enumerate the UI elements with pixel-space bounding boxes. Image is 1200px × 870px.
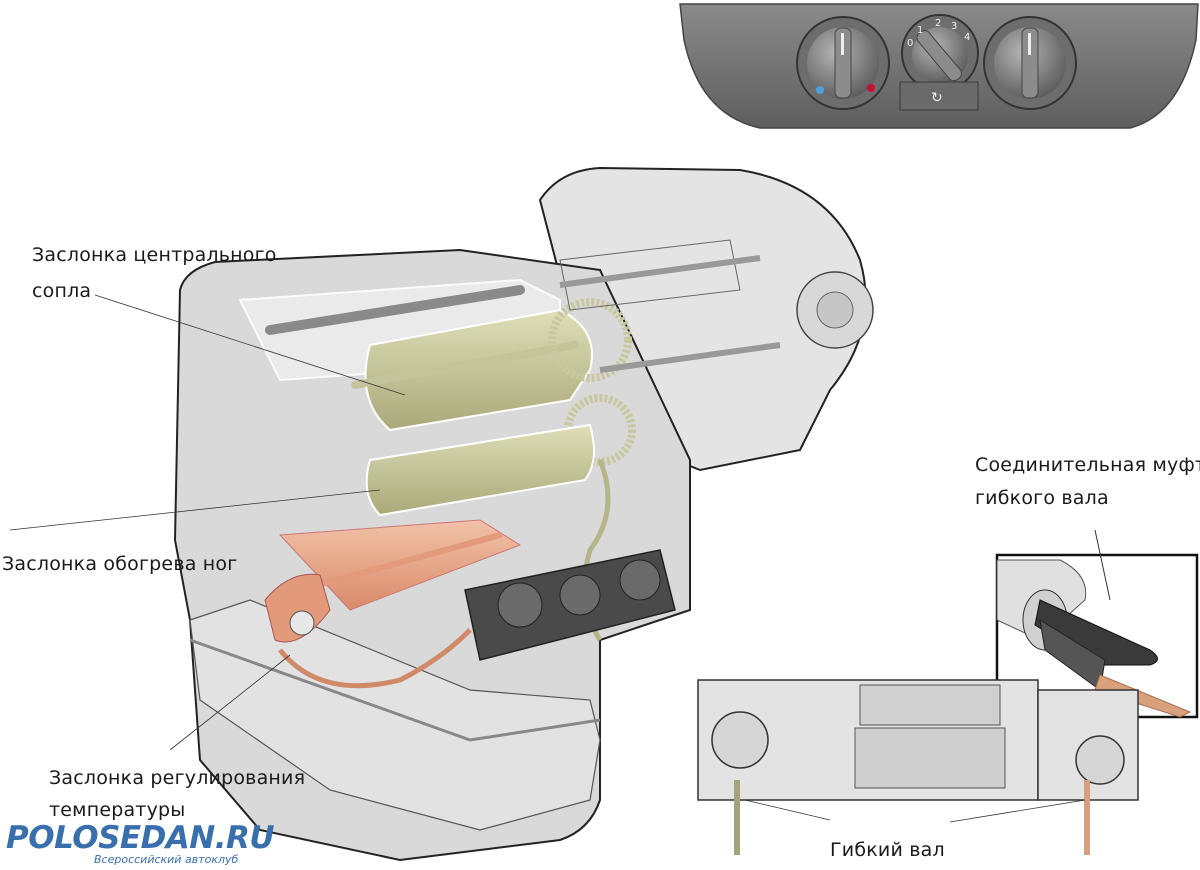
heater-housing [173, 166, 874, 862]
logo-tagline: Всероссийский автоклуб [94, 853, 239, 866]
label-central-nozzle-flap-line1: Заслонка центрального [32, 244, 277, 266]
logo-name: POLOSEDAN.RU [6, 820, 275, 856]
label-shaft-coupling-line1: Соединительная муфта [975, 454, 1200, 476]
control-unit-rear-view [697, 679, 1139, 855]
fan-speed-knob: 0 1 2 3 4 [901, 14, 979, 92]
svg-text:0: 0 [907, 38, 913, 49]
hot-indicator [867, 84, 875, 92]
cold-indicator [816, 86, 824, 94]
temperature-knob [796, 16, 890, 110]
leader-lines [9, 294, 1086, 823]
air-distribution-knob [983, 16, 1077, 110]
svg-text:↻: ↻ [931, 90, 943, 106]
label-footwell-flap: Заслонка обогрева ног [2, 553, 238, 575]
svg-text:4: 4 [964, 32, 970, 43]
label-temperature-flap-line1: Заслонка регулирования [49, 767, 306, 789]
label-shaft-coupling-line2: гибкого вала [975, 487, 1109, 509]
svg-text:1: 1 [917, 25, 923, 36]
svg-text:3: 3 [951, 21, 957, 32]
label-flexible-shaft: Гибкий вал [830, 839, 945, 861]
site-logo: POLOSEDAN.RU Всероссийский автоклуб [6, 820, 275, 866]
label-temperature-flap-line2: температуры [49, 799, 186, 821]
svg-text:2: 2 [935, 18, 941, 29]
control-panel: 0 1 2 3 4 ↻ [679, 3, 1199, 129]
label-central-nozzle-flap-line2: сопла [32, 280, 92, 302]
recirculation-button: ↻ [899, 81, 979, 111]
